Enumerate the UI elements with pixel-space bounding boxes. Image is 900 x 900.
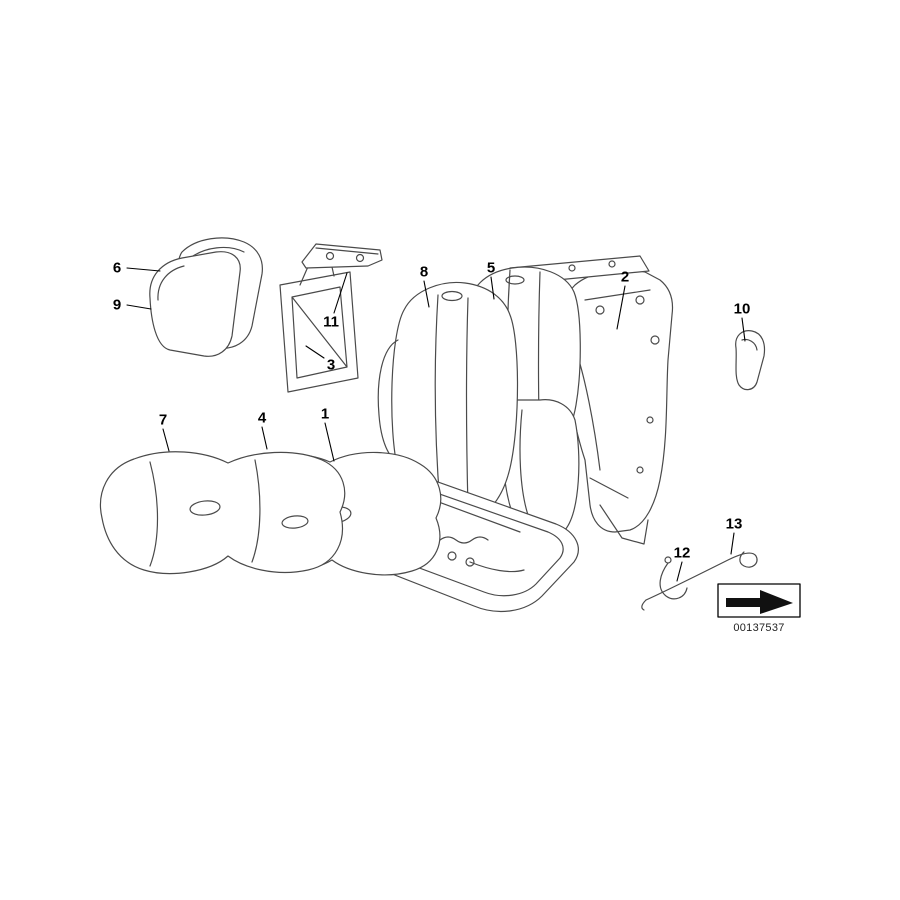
callout-5: 5 — [486, 259, 496, 277]
part-8-backrest-cushion — [377, 281, 519, 523]
callout-10: 10 — [733, 300, 751, 318]
part-10-cover — [735, 330, 766, 391]
part-11-bracket — [301, 243, 383, 269]
callout-2: 2 — [620, 268, 630, 286]
callout-1: 1 — [320, 405, 330, 423]
part-7-seat-cushion — [99, 451, 346, 575]
image-number: 00137537 — [733, 622, 785, 634]
callout-8: 8 — [419, 263, 429, 281]
leader-lines — [126, 267, 746, 582]
callout-12: 12 — [673, 544, 691, 562]
callout-7: 7 — [158, 411, 168, 429]
callout-11: 11 — [323, 313, 339, 331]
callout-9: 9 — [112, 296, 122, 314]
callout-4: 4 — [257, 409, 267, 427]
callout-13: 13 — [725, 515, 743, 533]
part-3-frame — [279, 257, 359, 393]
callout-6: 6 — [112, 259, 122, 277]
part-9-armrest-panel — [149, 251, 241, 357]
arrow-stamp-icon — [717, 583, 801, 618]
part-12-hook — [659, 556, 688, 600]
callout-3: 3 — [326, 356, 336, 374]
part-13-wire — [641, 551, 758, 611]
